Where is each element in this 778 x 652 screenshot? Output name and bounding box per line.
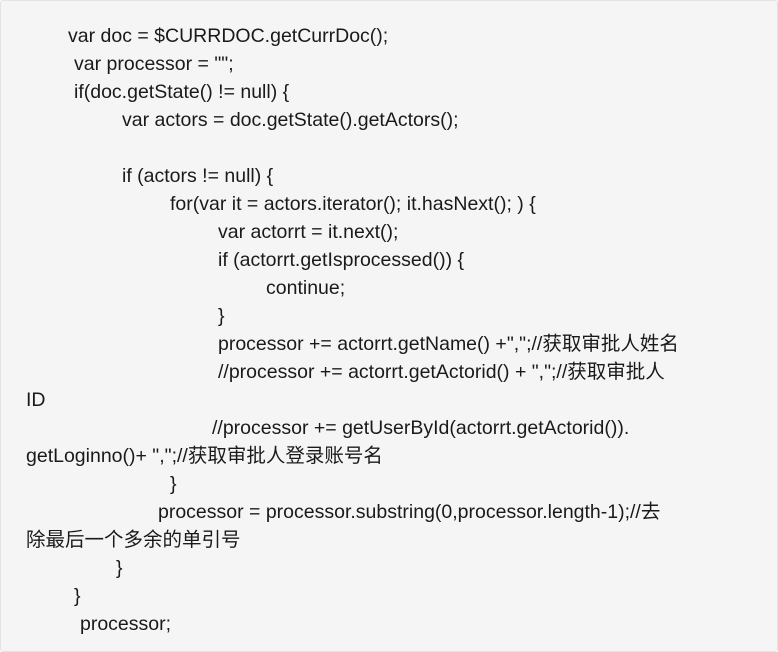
- code-line: var actorrt = it.next();: [218, 221, 399, 243]
- code-line: if (actors != null) {: [122, 165, 274, 187]
- code-line: for(var it = actors.iterator(); it.hasNe…: [170, 193, 536, 215]
- code-line: 除最后一个多余的单引号: [26, 529, 241, 551]
- code-line: //processor += getUserById(actorrt.getAc…: [212, 417, 630, 439]
- code-line: }: [170, 473, 177, 495]
- code-line: if (actorrt.getIsprocessed()) {: [218, 249, 464, 271]
- code-line: var processor = "";: [74, 53, 234, 75]
- code-line: processor += actorrt.getName() +",";//获取…: [218, 333, 679, 355]
- code-line: continue;: [266, 277, 346, 299]
- code-line: }: [218, 305, 225, 327]
- code-line: //processor += actorrt.getActorid() + ",…: [218, 361, 665, 383]
- code-line: ID: [26, 389, 46, 411]
- code-line: }: [116, 557, 123, 579]
- code-line: processor;: [80, 613, 172, 635]
- code-line: getLoginno()+ ",";//获取审批人登录账号名: [26, 445, 383, 467]
- code-line: var doc = $CURRDOC.getCurrDoc();: [68, 25, 389, 47]
- code-line: }: [74, 585, 81, 607]
- code-line: var actors = doc.getState().getActors();: [122, 109, 459, 131]
- code-line: processor = processor.substring(0,proces…: [158, 501, 661, 523]
- code-line: if(doc.getState() != null) {: [74, 81, 290, 103]
